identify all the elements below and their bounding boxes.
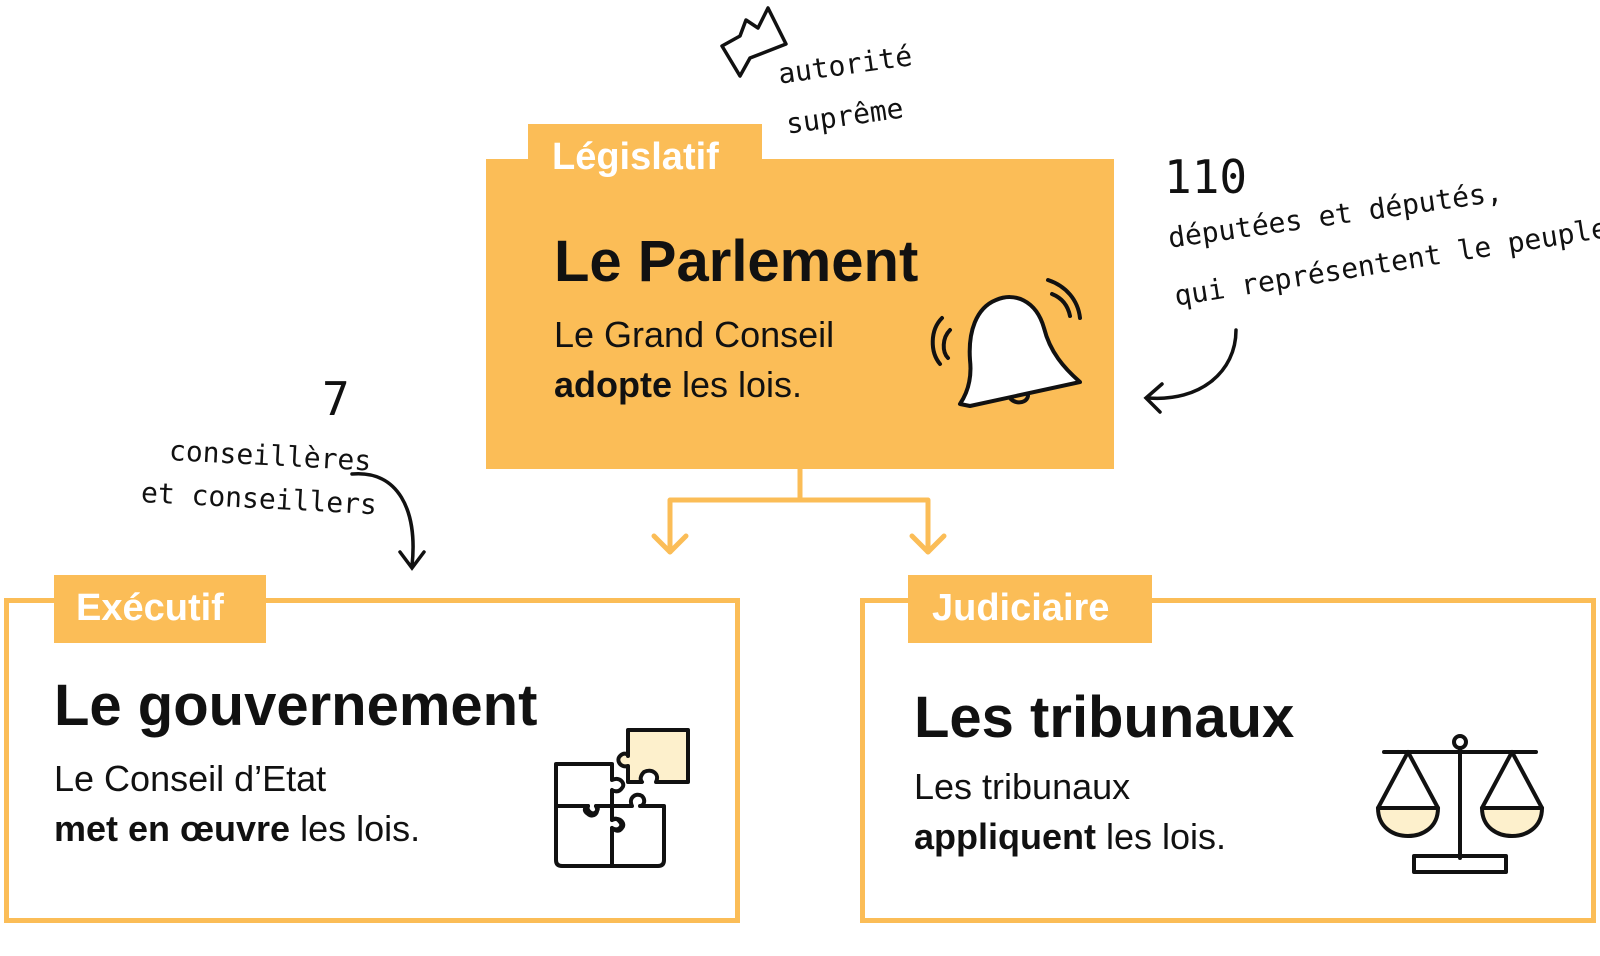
legislative-line2: adopte les lois. — [554, 360, 834, 410]
legislative-verb: adopte — [554, 364, 673, 405]
judicial-box — [860, 598, 1596, 923]
councillors-count: 7 — [322, 372, 350, 426]
executive-rest: les lois. — [290, 808, 421, 849]
councillors-note-line2: et conseillers — [140, 476, 378, 522]
branch-connector — [651, 466, 947, 555]
executive-tab-label: Exécutif — [76, 587, 224, 629]
deputies-arrow — [1143, 328, 1238, 414]
executive-tab: Exécutif — [54, 575, 266, 643]
judicial-description: Les tribunaux appliquent les lois. — [914, 762, 1226, 862]
scales-icon — [1376, 734, 1544, 874]
judicial-tab-label: Judiciaire — [932, 587, 1110, 629]
executive-description: Le Conseil d’Etat met en œuvre les lois. — [54, 754, 420, 854]
legislative-tab-label: Législatif — [552, 136, 719, 178]
judicial-line1: Les tribunaux — [914, 766, 1131, 807]
authority-note-line1: autorité — [776, 39, 915, 91]
judicial-line2: appliquent les lois. — [914, 812, 1226, 862]
executive-line1: Le Conseil d’Etat — [54, 758, 327, 799]
legislative-title: Le Parlement — [554, 229, 919, 294]
legislative-rest: les lois. — [672, 364, 803, 405]
authority-note-line2: suprême — [784, 91, 906, 141]
bell-icon — [930, 278, 1082, 408]
puzzle-icon — [554, 728, 690, 868]
legislative-line1: Le Grand Conseil — [554, 314, 835, 355]
executive-verb: met en œuvre — [54, 808, 291, 849]
legislative-description: Le Grand Conseil adopte les lois. — [554, 310, 834, 410]
executive-title: Le gouvernement — [54, 673, 538, 738]
legislative-tab: Législatif — [528, 124, 762, 190]
judicial-title: Les tribunaux — [914, 685, 1295, 750]
councillors-note-line1: conseillères — [168, 434, 373, 478]
deputies-count: 110 — [1164, 150, 1248, 204]
judicial-verb: appliquent — [914, 816, 1096, 857]
executive-line2: met en œuvre les lois. — [54, 804, 420, 854]
judicial-tab: Judiciaire — [908, 575, 1152, 643]
judicial-rest: les lois. — [1096, 816, 1227, 857]
